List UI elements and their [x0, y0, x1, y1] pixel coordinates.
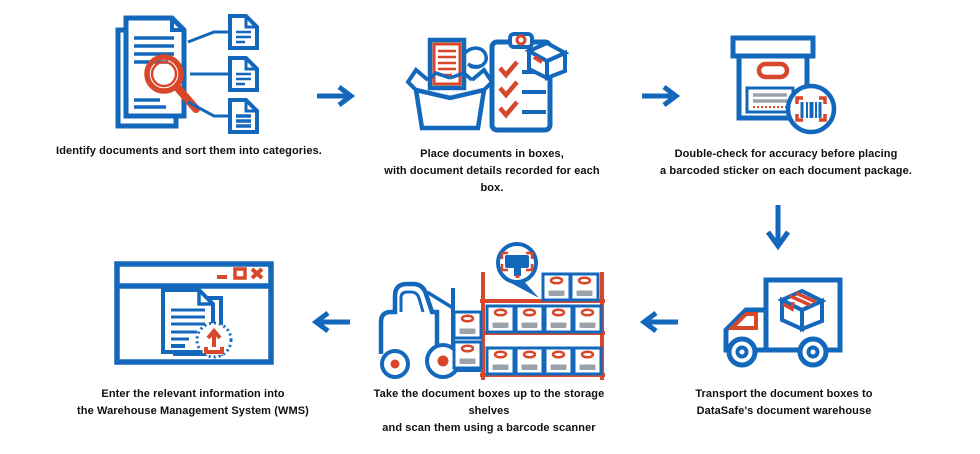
box-handle-icon	[756, 61, 790, 80]
step-caption-shelves: Take the document boxes up to the storag…	[353, 386, 625, 437]
caption-line: and scan them using a barcode scanner	[382, 422, 596, 434]
barcode-scan-icon	[785, 83, 837, 135]
step-caption-place: Place documents in boxes, with document …	[372, 146, 612, 197]
wheel-icon	[726, 336, 758, 368]
step-caption-transport: Transport the document boxes to DataSafe…	[664, 386, 904, 420]
caption-line: Take the document boxes up to the storag…	[373, 388, 605, 417]
caption-line: DataSafe's document warehouse	[696, 405, 872, 417]
open-box-icon	[405, 67, 495, 131]
arrow-left-icon	[640, 310, 680, 334]
hand-icon	[462, 46, 488, 69]
wheel-icon	[797, 336, 829, 368]
arrow-left-icon	[312, 310, 352, 334]
upload-icon	[195, 321, 233, 359]
forklift-storage-shelves-icon	[375, 242, 610, 382]
cab-window-icon	[727, 312, 758, 330]
pack-documents-in-boxes-icon	[405, 20, 571, 138]
caption-line: with document details recorded for each …	[384, 165, 600, 194]
caption-line: the Warehouse Management System (WMS)	[77, 405, 309, 417]
window-controls-icon	[217, 267, 264, 280]
category-doc-icon	[228, 98, 259, 134]
sort-documents-icon	[114, 12, 262, 136]
wms-entry-window-icon	[113, 258, 275, 368]
package-box-icon	[777, 288, 827, 333]
arrow-right-icon	[315, 84, 355, 108]
caption-line: Enter the relevant information into	[101, 388, 285, 400]
category-doc-icon	[228, 14, 259, 50]
caption-line: Double-check for accuracy before placing	[674, 148, 898, 160]
package-box-icon	[524, 40, 570, 82]
box-label-icon	[745, 86, 795, 114]
category-doc-icon	[228, 56, 259, 92]
arrow-down-icon	[765, 203, 791, 251]
barcode-sticker-box-icon	[723, 28, 843, 135]
scanner-speech-bubble-icon	[496, 242, 539, 298]
step-caption-wms: Enter the relevant information into the …	[53, 386, 333, 420]
caption-line: Place documents in boxes,	[420, 148, 564, 160]
transport-truck-icon	[708, 268, 843, 368]
arrow-right-icon	[640, 84, 680, 108]
step-caption-identify: Identify documents and sort them into ca…	[29, 143, 349, 160]
caption-line: Identify documents and sort them into ca…	[56, 145, 322, 157]
caption-line: a barcoded sticker on each document pack…	[660, 165, 912, 177]
caption-line: Transport the document boxes to	[695, 388, 873, 400]
step-caption-double-check: Double-check for accuracy before placing…	[651, 146, 921, 180]
